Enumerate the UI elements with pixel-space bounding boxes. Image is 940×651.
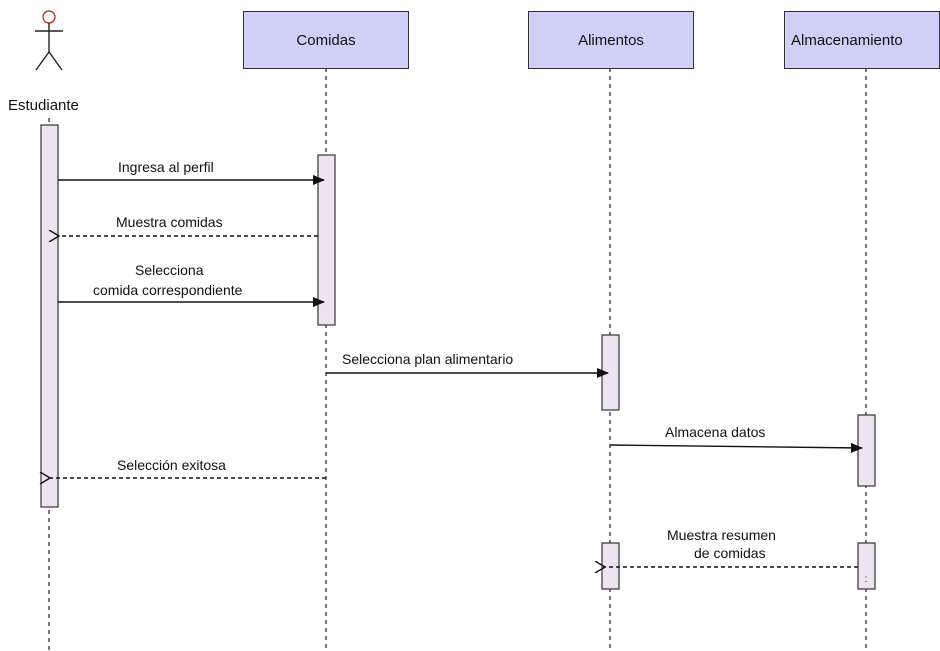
message-muestra-comidas: Muestra comidas (116, 214, 223, 230)
actor-icon (35, 10, 63, 71)
activation-almacenamiento-1 (857, 414, 876, 487)
message-almacena-datos: Almacena datos (665, 424, 766, 440)
message-muestra-resumen-line2: de comidas (694, 545, 766, 561)
participant-alimentos: Alimentos (528, 11, 694, 69)
participant-comidas-label: Comidas (296, 31, 356, 49)
message-selecciona-comida-line1: Selecciona (135, 262, 204, 278)
activation-almacenamiento-2 (857, 542, 876, 590)
participant-comidas: Comidas (243, 11, 409, 69)
message-seleccion-exitosa: Selección exitosa (117, 457, 226, 473)
activation-comidas (317, 154, 336, 326)
arrow-almacena-datos (609, 442, 863, 453)
activation-alimentos-2 (601, 542, 620, 590)
actor-label: Estudiante (8, 97, 79, 114)
participant-alimentos-label: Alimentos (578, 31, 644, 49)
message-muestra-resumen-line1: Muestra resumen (667, 527, 776, 543)
message-selecciona-plan: Selecciona plan alimentario (342, 351, 514, 367)
activation-estudiante (40, 124, 59, 508)
message-selecciona-comida-line2: comida correspondiente (93, 282, 243, 298)
small-mark: : (865, 574, 868, 585)
participant-almacenamiento: Almacenamiento (784, 11, 940, 69)
participant-almacenamiento-label: Almacenamiento (791, 31, 903, 49)
message-ingresa-perfil: Ingresa al perfil (118, 159, 214, 175)
